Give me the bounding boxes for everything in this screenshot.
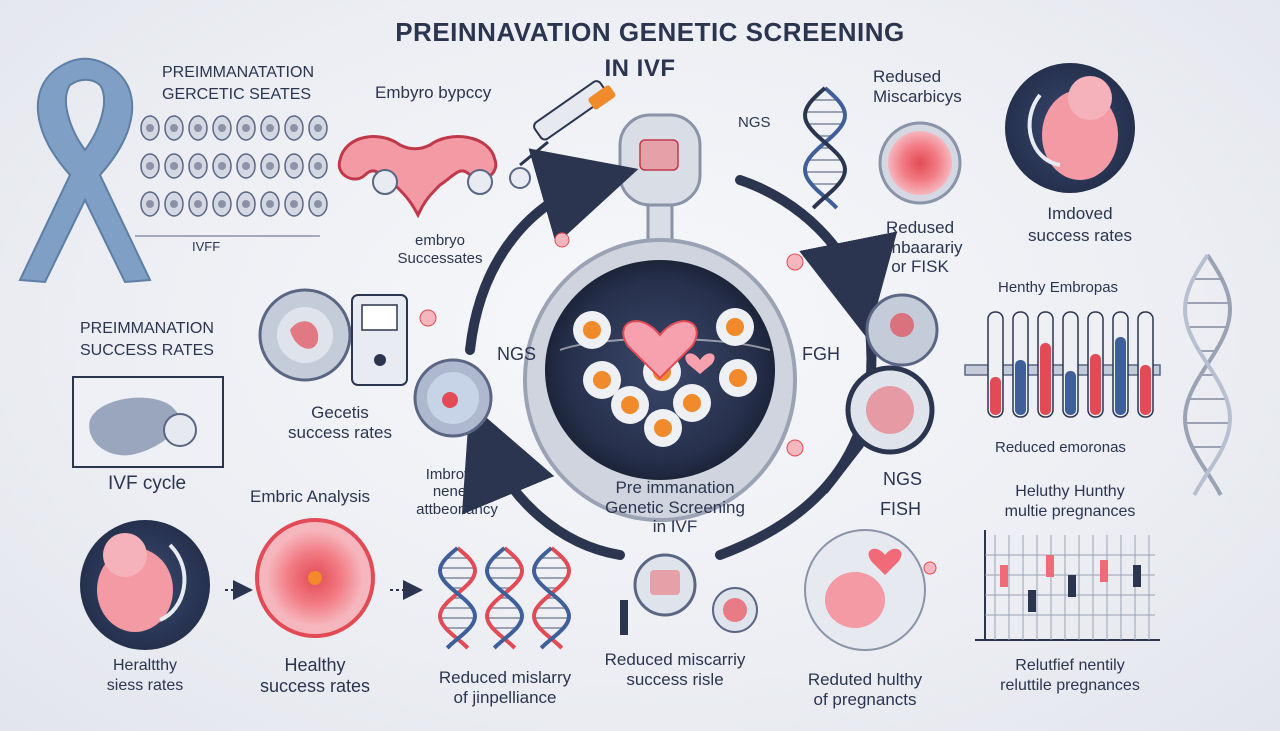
ngs-left-label: NGS <box>497 344 537 364</box>
ivf-cycle-panel <box>72 376 224 468</box>
chart-mark <box>1133 565 1141 587</box>
floating-cells <box>419 232 937 575</box>
reduced-misc-label: Reduced miscarriy success risle <box>604 650 746 689</box>
chart-mark <box>1028 590 1036 612</box>
genetic-success-label: Gecetis success rates <box>288 403 392 443</box>
sample-dish-right-icon <box>865 293 939 367</box>
center-caption: Pre immanation Genetic Screening in IVF <box>575 478 775 537</box>
reduced-impl-label: Reduced mislarry of jinpelliance <box>438 668 572 707</box>
healthy-success-label: Healthy success rates <box>259 655 371 696</box>
healthy-embryos-label: Henthy Embropas <box>998 279 1119 296</box>
ngs-top-label: NGS <box>738 114 771 131</box>
chart-mark <box>1100 560 1108 582</box>
chart-mark <box>1046 555 1054 577</box>
dna-helix-icon <box>484 546 525 650</box>
ngs-bottom-label: NGS <box>883 469 923 489</box>
title-line2: IN IVF <box>604 55 676 82</box>
dna-helix-icons <box>437 86 1233 650</box>
ivf-caption: IVFF <box>192 239 221 254</box>
fetus-icon-bottom-left <box>80 520 210 650</box>
uterus-icon <box>337 135 531 219</box>
embryo-analysis-label: Embric Analysis <box>250 487 370 506</box>
reduced-embryos-label: Reduced emoronas <box>995 439 1126 456</box>
magnifier-icon <box>821 365 935 494</box>
reduted-healthy-label: Reduted hulthy of pregnancts <box>807 670 923 709</box>
left-top-heading: PREIMMANATATION GERCETIC SEATES <box>162 64 314 103</box>
embryo-biopsy-label: Embyro bypccy <box>375 83 492 102</box>
title-line1: PREINNAVATION GENETIC SCREENING <box>395 17 905 47</box>
test-tubes-icon <box>964 311 1161 418</box>
embryo-section-bottom-icon <box>255 518 375 638</box>
improved-success-label: Imdoved success rates <box>1028 204 1132 246</box>
healthy-rates-label: Heraltthy siess rates <box>106 657 184 694</box>
embryo-success-label: embryo Successates <box>397 232 483 267</box>
fetus-with-heart-icon <box>804 529 926 651</box>
dna-helix-icon <box>802 86 848 210</box>
dna-helix-icon <box>531 546 572 650</box>
dna-helix-icon <box>1182 253 1233 496</box>
ivf-cycle-label: IVF cycle <box>108 473 187 494</box>
reduced-misc-top-label: Redused Miscarbicys <box>873 67 962 106</box>
sample-dish-left-icon <box>413 358 493 438</box>
fetus-icon-top-right <box>1005 63 1135 193</box>
chart-mark <box>1000 565 1008 587</box>
reduced-fisk-label: Redused mnbaarariy or FISK <box>877 218 963 277</box>
fish-bottom-label: FISH <box>880 499 922 519</box>
improved-abn-label: Imbroved nenetic attbeonancy <box>416 466 498 518</box>
sample-jar-icon <box>620 553 758 635</box>
embryo-grid-icon <box>135 115 328 237</box>
fgh-right-label: FGH <box>802 344 840 364</box>
center-caption-line3: in IVF <box>652 517 698 537</box>
left-side-heading: PREIMMANATION SUCCESS RATES <box>80 320 214 359</box>
dna-helix-icon <box>437 546 478 650</box>
lab-instrument-icon <box>258 288 408 386</box>
pregnancy-chart-icon <box>975 530 1160 641</box>
center-caption-line2: Genetic Screening <box>605 497 745 517</box>
pipette-icon <box>519 80 616 167</box>
bottom-right-caption: Relutfief nentily reluttile pregnances <box>1000 657 1140 694</box>
awareness-ribbon-icon <box>18 57 152 284</box>
embryo-section-top-icon <box>878 121 962 205</box>
center-caption-line1: Pre immanation <box>615 478 735 497</box>
petri-dish-icon <box>523 238 797 522</box>
chart-mark <box>1068 575 1076 597</box>
healthy-pregnancies-label: Heluthy Hunthy multie pregnances <box>1004 483 1136 520</box>
